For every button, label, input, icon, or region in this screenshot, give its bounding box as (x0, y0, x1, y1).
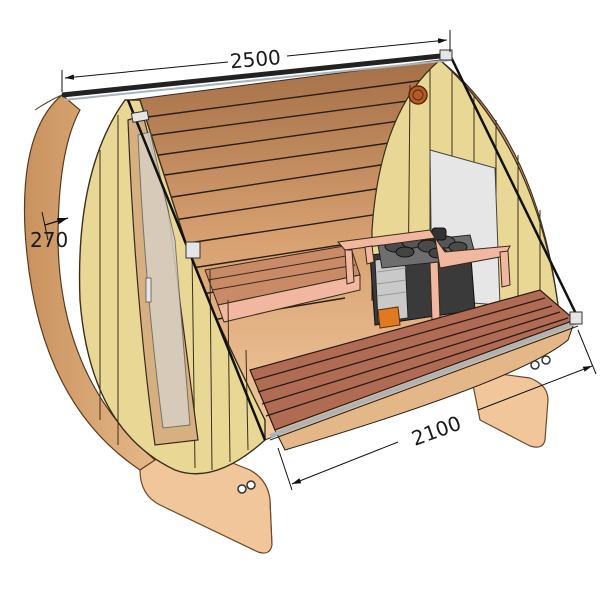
roof-rail (61, 49, 583, 441)
door-handle (145, 277, 152, 303)
door (127, 114, 199, 446)
dimension-wall-thickness: 270 (30, 211, 68, 252)
dimension-length-top: 2500 (61, 30, 451, 92)
metal-band-bottom (269, 320, 579, 438)
dimension-label-2100: 2100 (408, 411, 464, 451)
dimension-label-2500: 2500 (229, 45, 282, 73)
base-support-back (469, 369, 549, 448)
vent-icon (408, 85, 428, 105)
stove-guard-rail (337, 229, 511, 321)
dimension-label-270: 270 (30, 228, 68, 252)
stove-fire (377, 306, 401, 329)
upper-bench (204, 244, 361, 323)
bottom-hardware (237, 355, 551, 494)
floor-deck (249, 289, 579, 451)
barrel-shell-left (23, 94, 156, 471)
front-end-wall (78, 99, 266, 475)
